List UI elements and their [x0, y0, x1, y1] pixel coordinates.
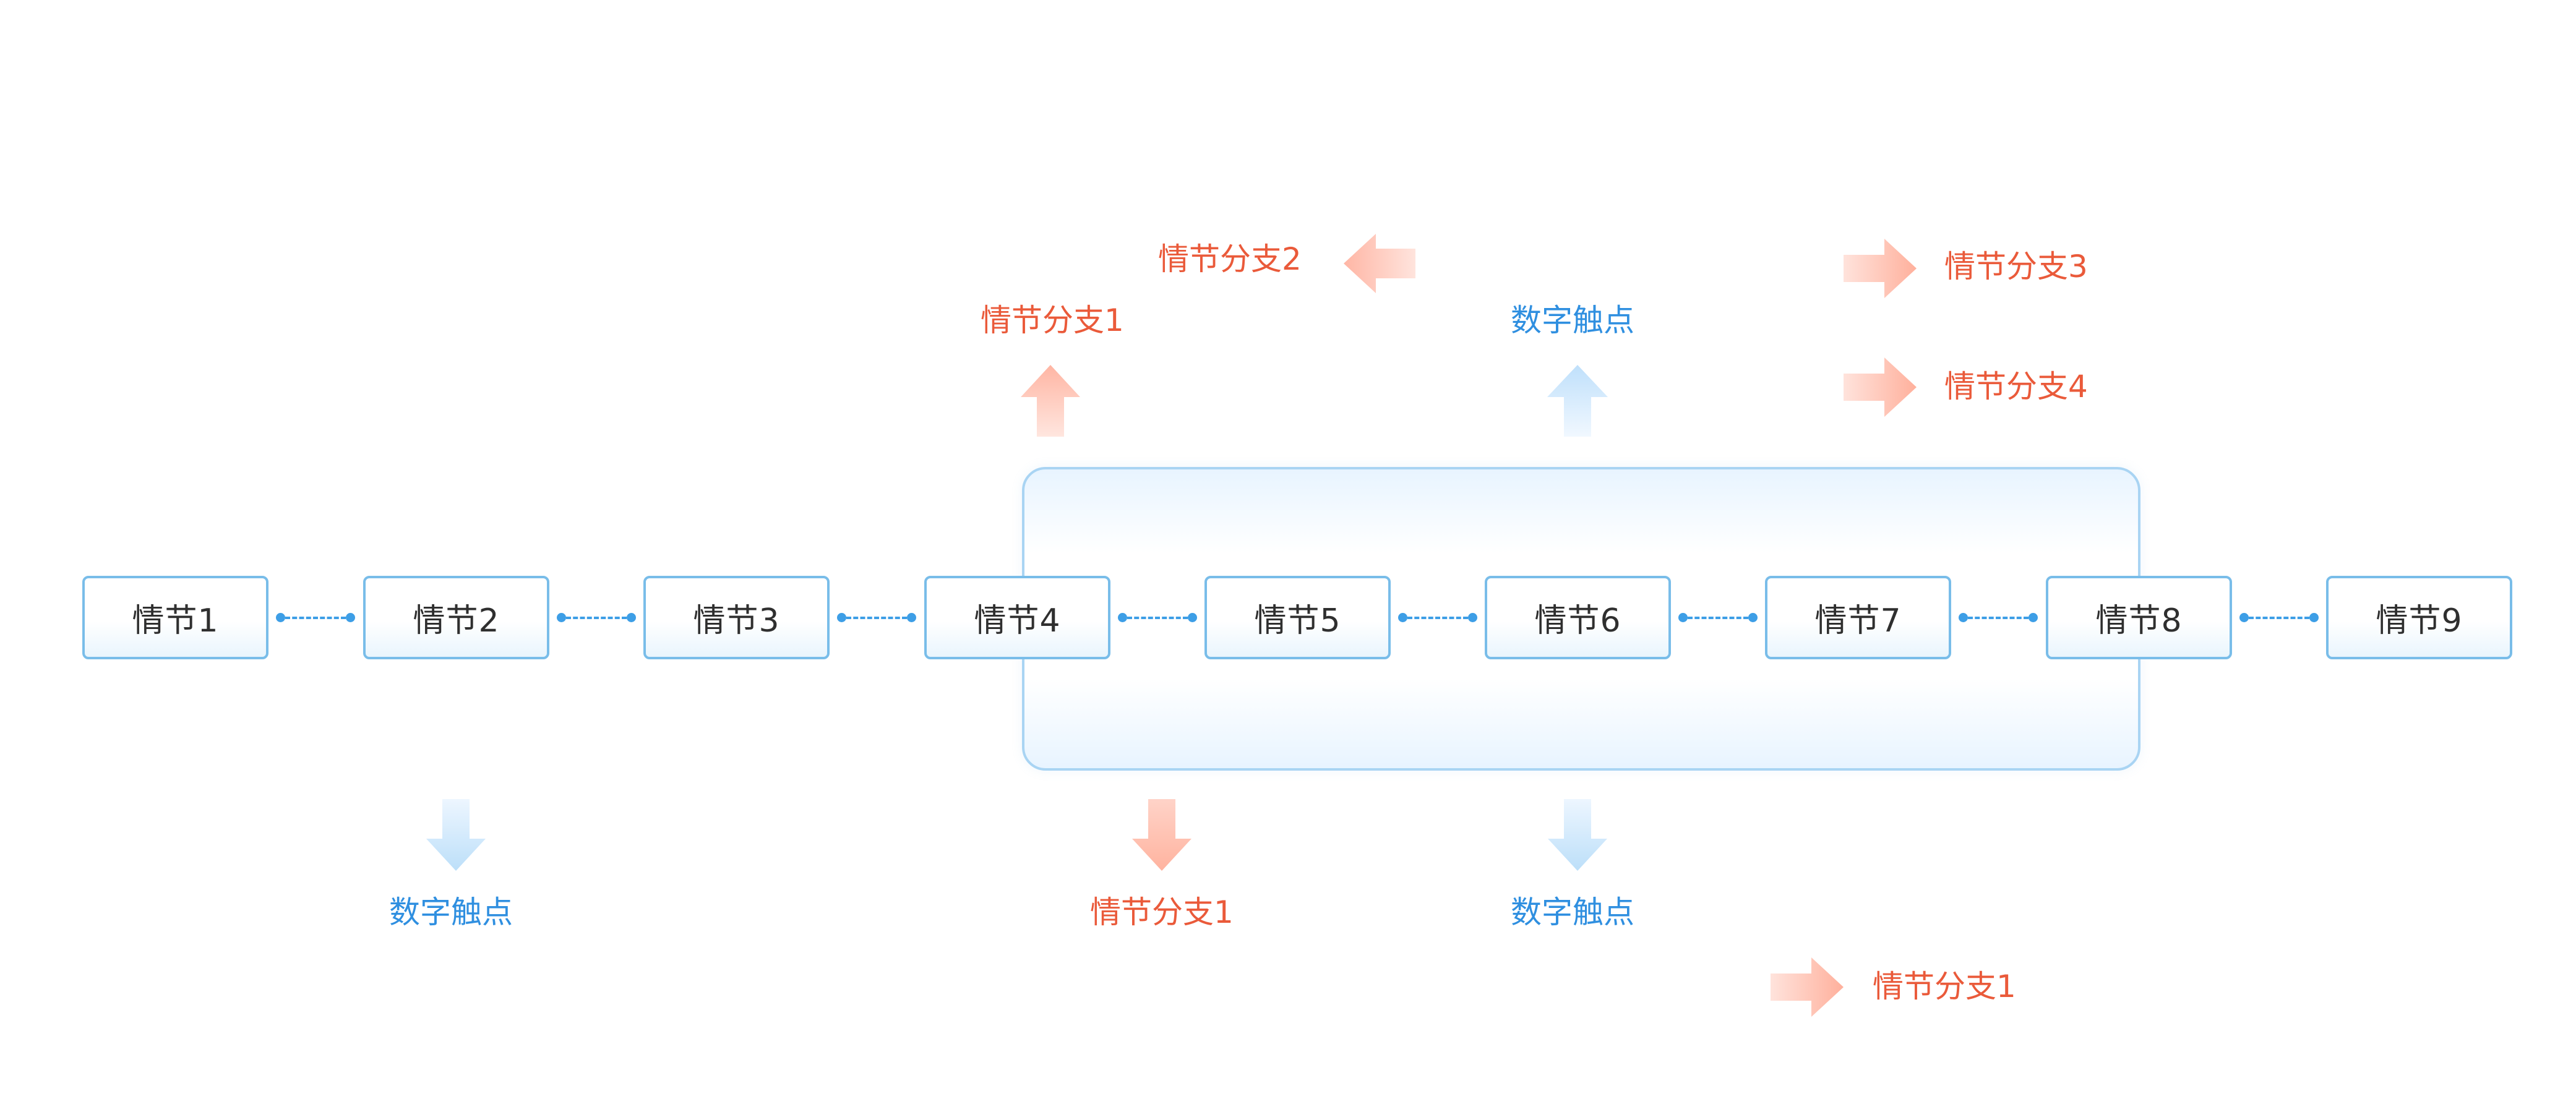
node-2: 情节2 [363, 576, 549, 659]
connector-6-7 [1678, 613, 1758, 622]
label-branch3: 情节分支3 [1944, 249, 2088, 285]
label-touchpoint-bottom-mid: 数字触点 [1511, 894, 1634, 930]
node-7-label: 情节7 [1814, 602, 1902, 640]
arrow-up-touchpoint-icon [1547, 365, 1608, 437]
node-6: 情节6 [1485, 576, 1671, 659]
node-1: 情节1 [82, 576, 268, 659]
node-7: 情节7 [1765, 576, 1951, 659]
node-3: 情节3 [643, 576, 830, 659]
label-branch2: 情节分支2 [1158, 241, 1302, 277]
node-8-label: 情节8 [2095, 602, 2183, 640]
connector-1-2 [276, 613, 355, 622]
connector-7-8 [1959, 613, 2038, 622]
node-8: 情节8 [2046, 576, 2232, 659]
arrow-right-branch4-icon [1844, 357, 1917, 417]
node-4-label: 情节4 [974, 602, 1061, 640]
arrow-down-touchpoint-mid-icon [1548, 799, 1607, 871]
node-2-label: 情节2 [413, 602, 500, 640]
node-5: 情节5 [1204, 576, 1391, 659]
arrow-right-branch1-bottom-icon [1771, 957, 1844, 1017]
node-9: 情节9 [2326, 576, 2512, 659]
node-1-label: 情节1 [132, 602, 219, 640]
node-4: 情节4 [924, 576, 1110, 659]
node-5-label: 情节5 [1254, 602, 1341, 640]
label-branch1-bottom: 情节分支1 [1090, 894, 1234, 930]
label-touchpoint-bottom-left: 数字触点 [389, 894, 513, 930]
arrow-right-branch3-icon [1844, 239, 1917, 298]
arrow-down-branch1-icon [1132, 799, 1191, 871]
connector-8-9 [2239, 613, 2319, 622]
arrow-down-touchpoint-left-icon [426, 799, 486, 871]
connector-3-4 [837, 613, 916, 622]
label-branch4: 情节分支4 [1944, 369, 2088, 404]
node-3-label: 情节3 [693, 602, 780, 640]
label-branch1-bottom-right: 情节分支1 [1873, 969, 2016, 1004]
connector-5-6 [1398, 613, 1477, 622]
arrow-left-branch2-icon [1344, 234, 1415, 293]
label-touchpoint-top: 数字触点 [1511, 302, 1634, 338]
connector-4-5 [1118, 613, 1197, 622]
label-branch1-top: 情节分支1 [981, 302, 1124, 338]
node-9-label: 情节9 [2376, 602, 2463, 640]
arrow-up-branch1-icon [1021, 365, 1080, 437]
node-6-label: 情节6 [1534, 602, 1621, 640]
connector-2-3 [557, 613, 636, 622]
